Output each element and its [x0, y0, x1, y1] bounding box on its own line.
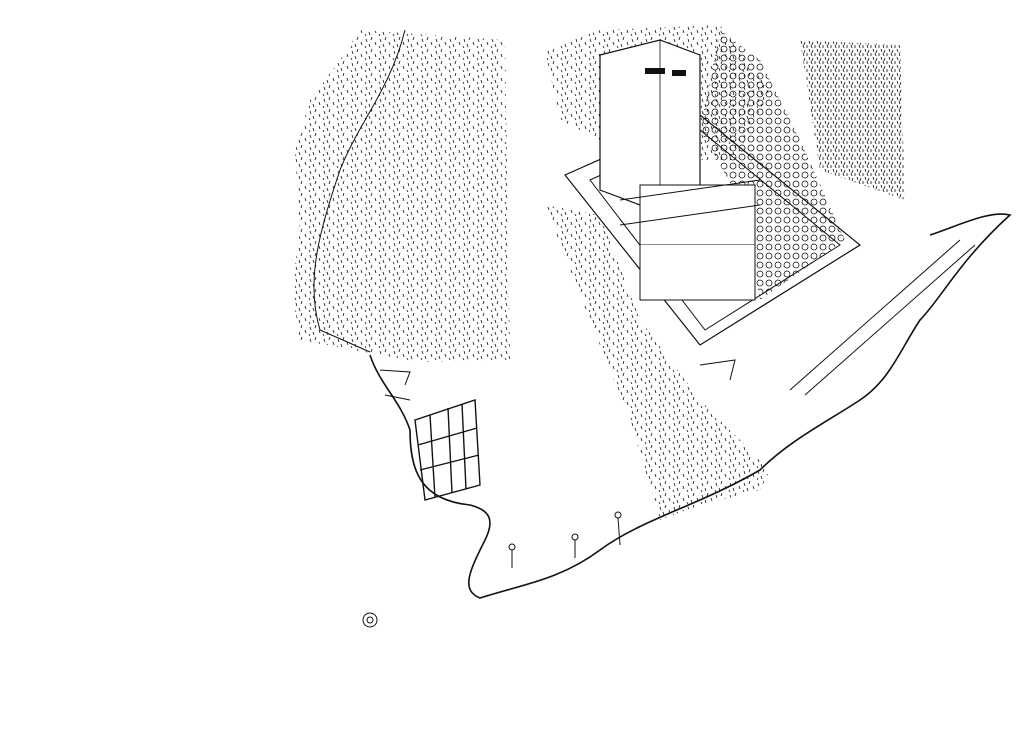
crowd: [700, 30, 845, 300]
floating-figures: [800, 40, 905, 200]
middle-forest: [545, 205, 770, 520]
figures: [362, 359, 736, 628]
road: [789, 239, 976, 396]
coastline: [369, 213, 1012, 599]
scaffold: [414, 399, 481, 501]
tower: [599, 39, 761, 301]
left-forest: [292, 29, 510, 362]
